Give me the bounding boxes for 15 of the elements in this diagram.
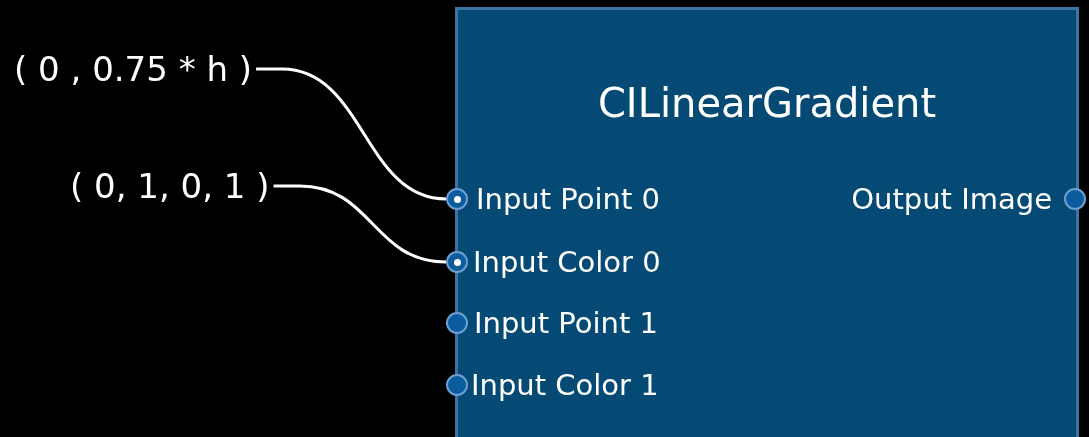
port-label: Input Color 0	[473, 247, 661, 277]
input-value: ( 0 , 0.75 * h )	[14, 52, 253, 86]
input-value: ( 0, 1, 0, 1 )	[70, 169, 270, 203]
port-circle	[446, 374, 468, 396]
port-label: Input Point 1	[474, 308, 658, 338]
port-circle	[1064, 188, 1086, 210]
port-circle	[446, 312, 468, 334]
port-circle	[446, 251, 468, 273]
connector-line	[256, 67, 447, 201]
port-label: Input Point 0	[476, 184, 660, 214]
port-label: Input Color 1	[471, 370, 659, 400]
port-label: Output Image	[851, 184, 1052, 214]
filter-title: CILinearGradient	[596, 80, 938, 126]
connector-line	[273, 184, 447, 264]
port-circle	[446, 188, 468, 210]
